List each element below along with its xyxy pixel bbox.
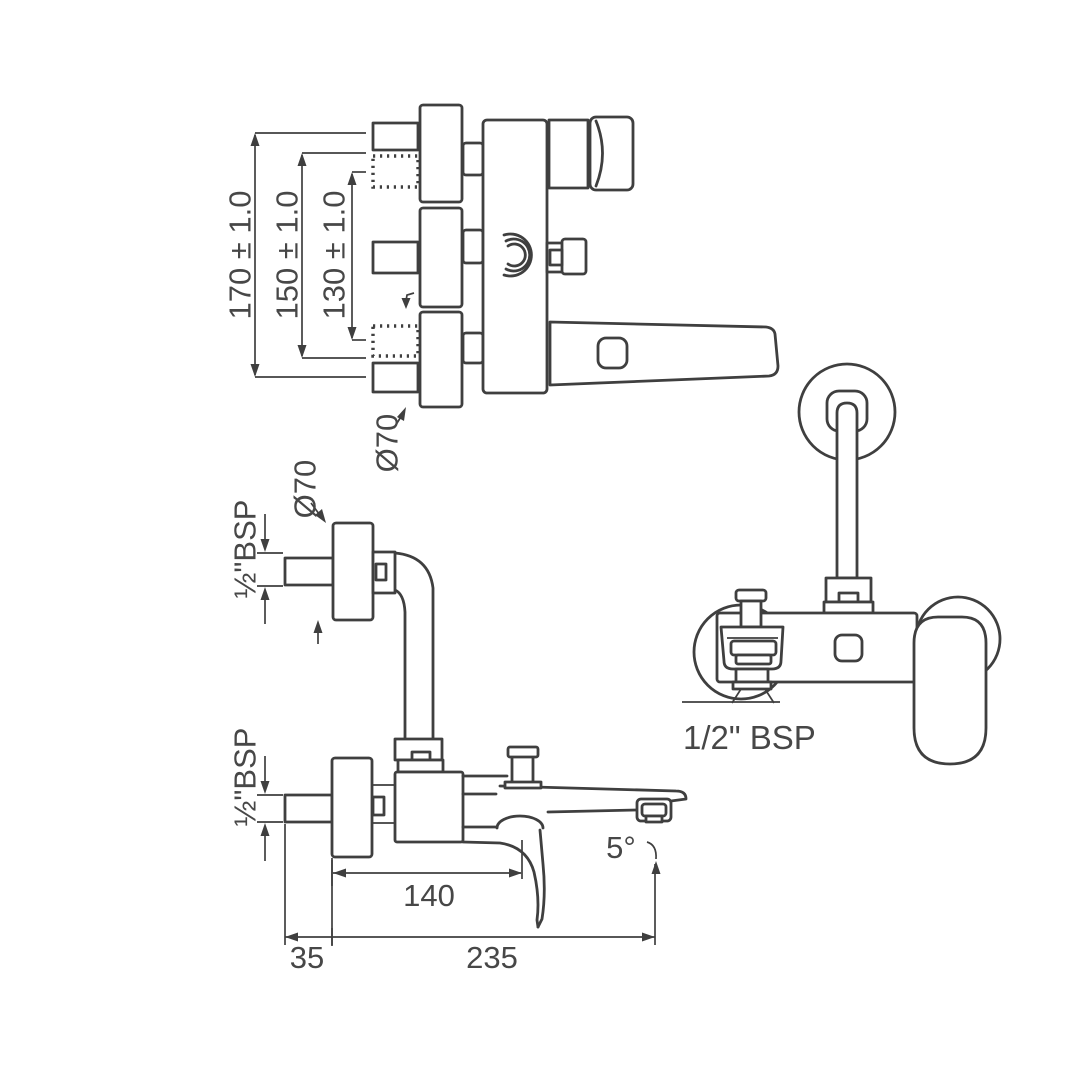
- aerator-lip: [644, 814, 664, 824]
- inlet-sleeve-tab: [371, 795, 386, 817]
- riser-pipe-outer: [393, 551, 435, 741]
- side-view-shower-outlet: [283, 521, 435, 741]
- side-view-dimensions: [257, 502, 661, 946]
- dim-130-label: 130 ± 1.0: [317, 190, 352, 319]
- spout-underside: [546, 808, 639, 814]
- inlet-escutcheon: [330, 756, 374, 859]
- handle-front: [912, 615, 988, 766]
- dia70-side-label: Ø70: [288, 460, 323, 519]
- inlet-stub-bottom: [371, 361, 420, 394]
- dia70-top-label: Ø70: [370, 414, 405, 473]
- shower-escutcheon: [331, 521, 375, 622]
- bsp-front-label: 1/2" BSP: [683, 719, 816, 756]
- escutcheon-top: [418, 103, 464, 204]
- diverter-front: [719, 588, 785, 691]
- spout-hole: [596, 336, 629, 370]
- escutcheon-mid: [418, 206, 464, 309]
- bsp-lower-label: ½"BSP: [228, 728, 263, 827]
- body-tab: [461, 228, 485, 265]
- handle-cap: [588, 115, 635, 192]
- front-view: 1/2" BSP: [682, 362, 1002, 766]
- handle-blade-outer: [461, 840, 540, 929]
- shower-port-rings: [506, 242, 527, 268]
- riser-pipe-front: [835, 401, 859, 580]
- riser-base: [396, 758, 445, 774]
- diverter-foot-lip: [731, 680, 773, 691]
- handle-cap-arc: [594, 119, 604, 188]
- handle-blade-inner: [536, 828, 546, 929]
- top-view: 170 ± 1.0 150 ± 1.0 130 ± 1.0 Ø70: [223, 103, 780, 473]
- riser-pipe-inner: [393, 588, 407, 741]
- dim-140-label: 140: [403, 878, 455, 913]
- inlet-stub-top: [371, 121, 420, 152]
- spout-outlet-front: [833, 633, 864, 663]
- diverter-cap-side: [506, 745, 540, 759]
- handle-dome: [495, 814, 545, 830]
- inlet-wall-stub: [283, 793, 334, 824]
- angle-5-label: 5°: [606, 830, 636, 865]
- spout-side: [498, 784, 688, 803]
- body-tab: [461, 141, 485, 177]
- shower-port-rings: [502, 232, 533, 278]
- diverter-detail: [548, 248, 564, 267]
- dim-150-label: 150 ± 1.0: [270, 190, 305, 319]
- spout-top: [548, 320, 780, 387]
- dim-235-label: 235: [466, 940, 518, 975]
- dim-35-label: 35: [290, 940, 324, 975]
- diverter-stem-side: [510, 754, 535, 785]
- front-view-dimensions: [682, 688, 780, 704]
- diverter-cup-inner2: [734, 653, 773, 666]
- diverter-stem-front: [739, 599, 763, 629]
- hidden-stub-top: [371, 154, 420, 189]
- shower-wall-stub: [283, 556, 335, 587]
- diverter-cup-inner: [729, 639, 778, 657]
- handle-neck: [547, 118, 590, 190]
- side-view: Ø70 ½"BSP ½"BSP 140 35 235 5°: [228, 460, 688, 975]
- escutcheon-bottom: [418, 310, 464, 409]
- shower-port-rings: [504, 237, 532, 273]
- riser-base-front: [822, 600, 875, 615]
- mixer-body: [481, 118, 549, 395]
- elbow-detail: [374, 562, 388, 582]
- diverter-foot: [734, 667, 770, 684]
- top-view-fixture: [371, 103, 780, 409]
- hidden-stub-bottom: [371, 324, 420, 358]
- top-view-dimensions: [250, 132, 415, 429]
- diverter-knob: [560, 237, 588, 276]
- mixer-body-side: [393, 770, 465, 844]
- inlet-stub-mid: [371, 240, 420, 275]
- body-tab: [461, 331, 485, 365]
- bsp-upper-label: ½"BSP: [228, 500, 263, 599]
- diverter-base-side: [503, 780, 543, 790]
- side-view-body: [283, 737, 688, 929]
- dim-170-label: 170 ± 1.0: [223, 190, 258, 319]
- aerator-inner: [640, 802, 668, 818]
- diverter-cap-front: [734, 588, 768, 603]
